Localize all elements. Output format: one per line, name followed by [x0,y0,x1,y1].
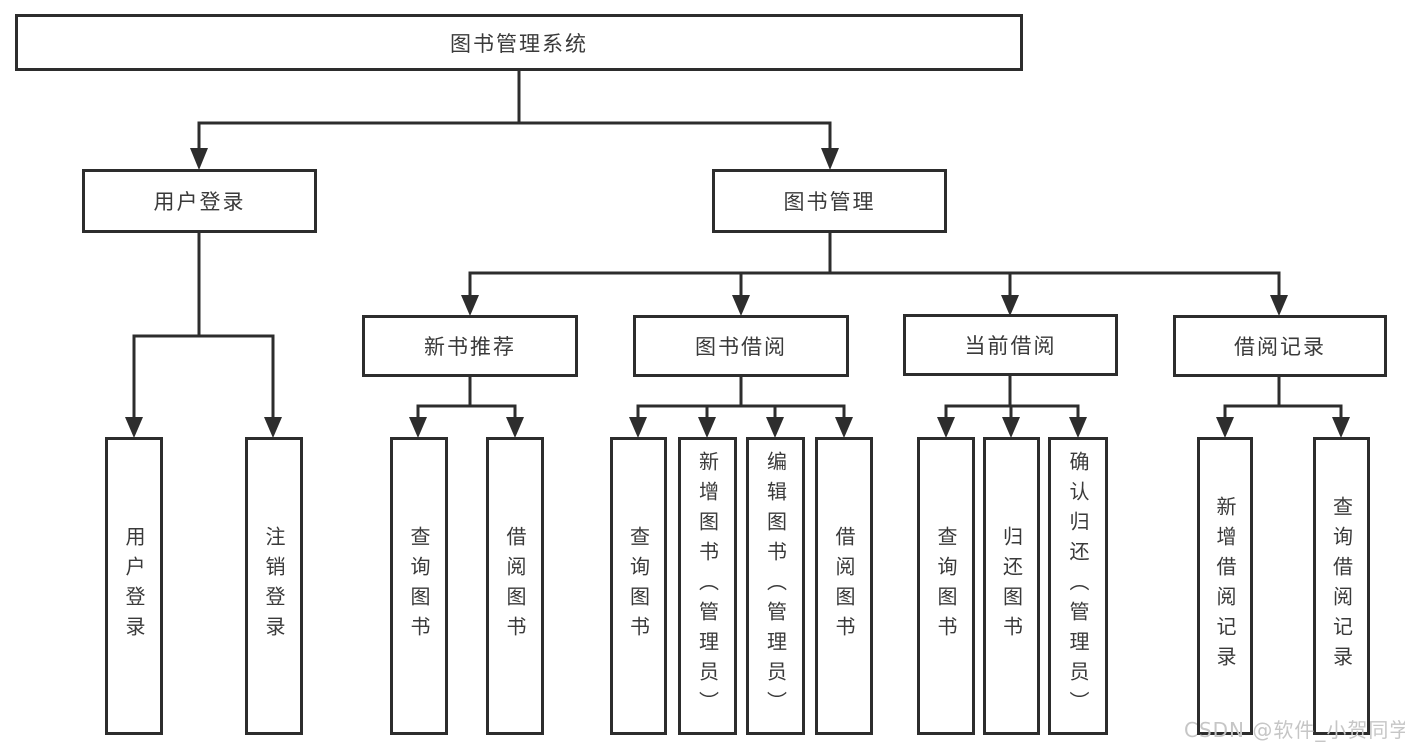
node-borrow-records-label: 借阅记录 [1234,335,1326,359]
node-user-login: 用户登录 [82,169,317,233]
connector-user-login-children [125,233,282,438]
leaf-br-query-record: 查询借阅记录 [1313,437,1370,735]
node-book-management-label: 图书管理 [783,190,876,214]
leaf-br-add-record: 新增借阅记录 [1197,437,1253,735]
leaf-nbr-borrow-books-label: 借阅图书 [503,526,527,646]
node-user-login-label: 用户登录 [153,190,246,214]
leaf-bb-query-books: 查询图书 [610,437,667,735]
leaf-bb-add-books-admin-label: 新增图书（管理员） [695,451,720,721]
leaf-cb-return-books: 归还图书 [983,437,1040,735]
leaf-user-login: 用户登录 [105,437,163,735]
leaf-logout-login: 注销登录 [245,437,303,735]
leaf-bb-add-books-admin: 新增图书（管理员） [678,437,737,735]
leaf-user-login-label: 用户登录 [122,526,146,646]
node-book-management: 图书管理 [712,169,947,233]
node-root-label: 图书管理系统 [450,31,588,56]
connector-book-mgmt-children [461,233,1288,316]
leaf-bb-query-books-label: 查询图书 [626,526,651,646]
leaf-nbr-borrow-books: 借阅图书 [486,437,544,735]
leaf-nbr-query-books: 查询图书 [390,437,448,735]
node-root: 图书管理系统 [15,14,1023,71]
leaf-br-query-record-label: 查询借阅记录 [1329,496,1354,676]
connector-new-book-rec-children [409,377,524,438]
node-current-borrow: 当前借阅 [903,314,1118,376]
leaf-cb-confirm-return-admin: 确认归还（管理员） [1048,437,1108,735]
leaf-bb-borrow-books: 借阅图书 [815,437,873,735]
leaf-cb-query-books-label: 查询图书 [934,526,958,646]
node-borrow-records: 借阅记录 [1173,315,1387,377]
connector-book-borrow-children [629,377,853,438]
node-current-borrow-label: 当前借阅 [964,334,1057,358]
leaf-nbr-query-books-label: 查询图书 [407,526,431,646]
connector-root-to-level2 [190,71,839,170]
leaf-logout-login-label: 注销登录 [262,526,286,646]
node-book-borrow-label: 图书借阅 [695,335,787,359]
node-new-book-recommend: 新书推荐 [362,315,578,377]
csdn-watermark: CSDN @软件_小贺同学 [1184,718,1405,742]
leaf-cb-confirm-return-admin-label: 确认归还（管理员） [1066,451,1090,721]
leaf-bb-borrow-books-label: 借阅图书 [832,526,856,646]
connector-borrow-records-children [1216,377,1350,438]
node-new-book-recommend-label: 新书推荐 [424,335,516,359]
leaf-bb-edit-books-admin-label: 编辑图书（管理员） [763,451,788,721]
node-book-borrow: 图书借阅 [633,315,849,377]
connector-current-borrow-children [937,376,1087,438]
leaf-cb-query-books: 查询图书 [917,437,975,735]
leaf-br-add-record-label: 新增借阅记录 [1213,496,1237,676]
leaf-bb-edit-books-admin: 编辑图书（管理员） [746,437,805,735]
leaf-cb-return-books-label: 归还图书 [999,526,1024,646]
